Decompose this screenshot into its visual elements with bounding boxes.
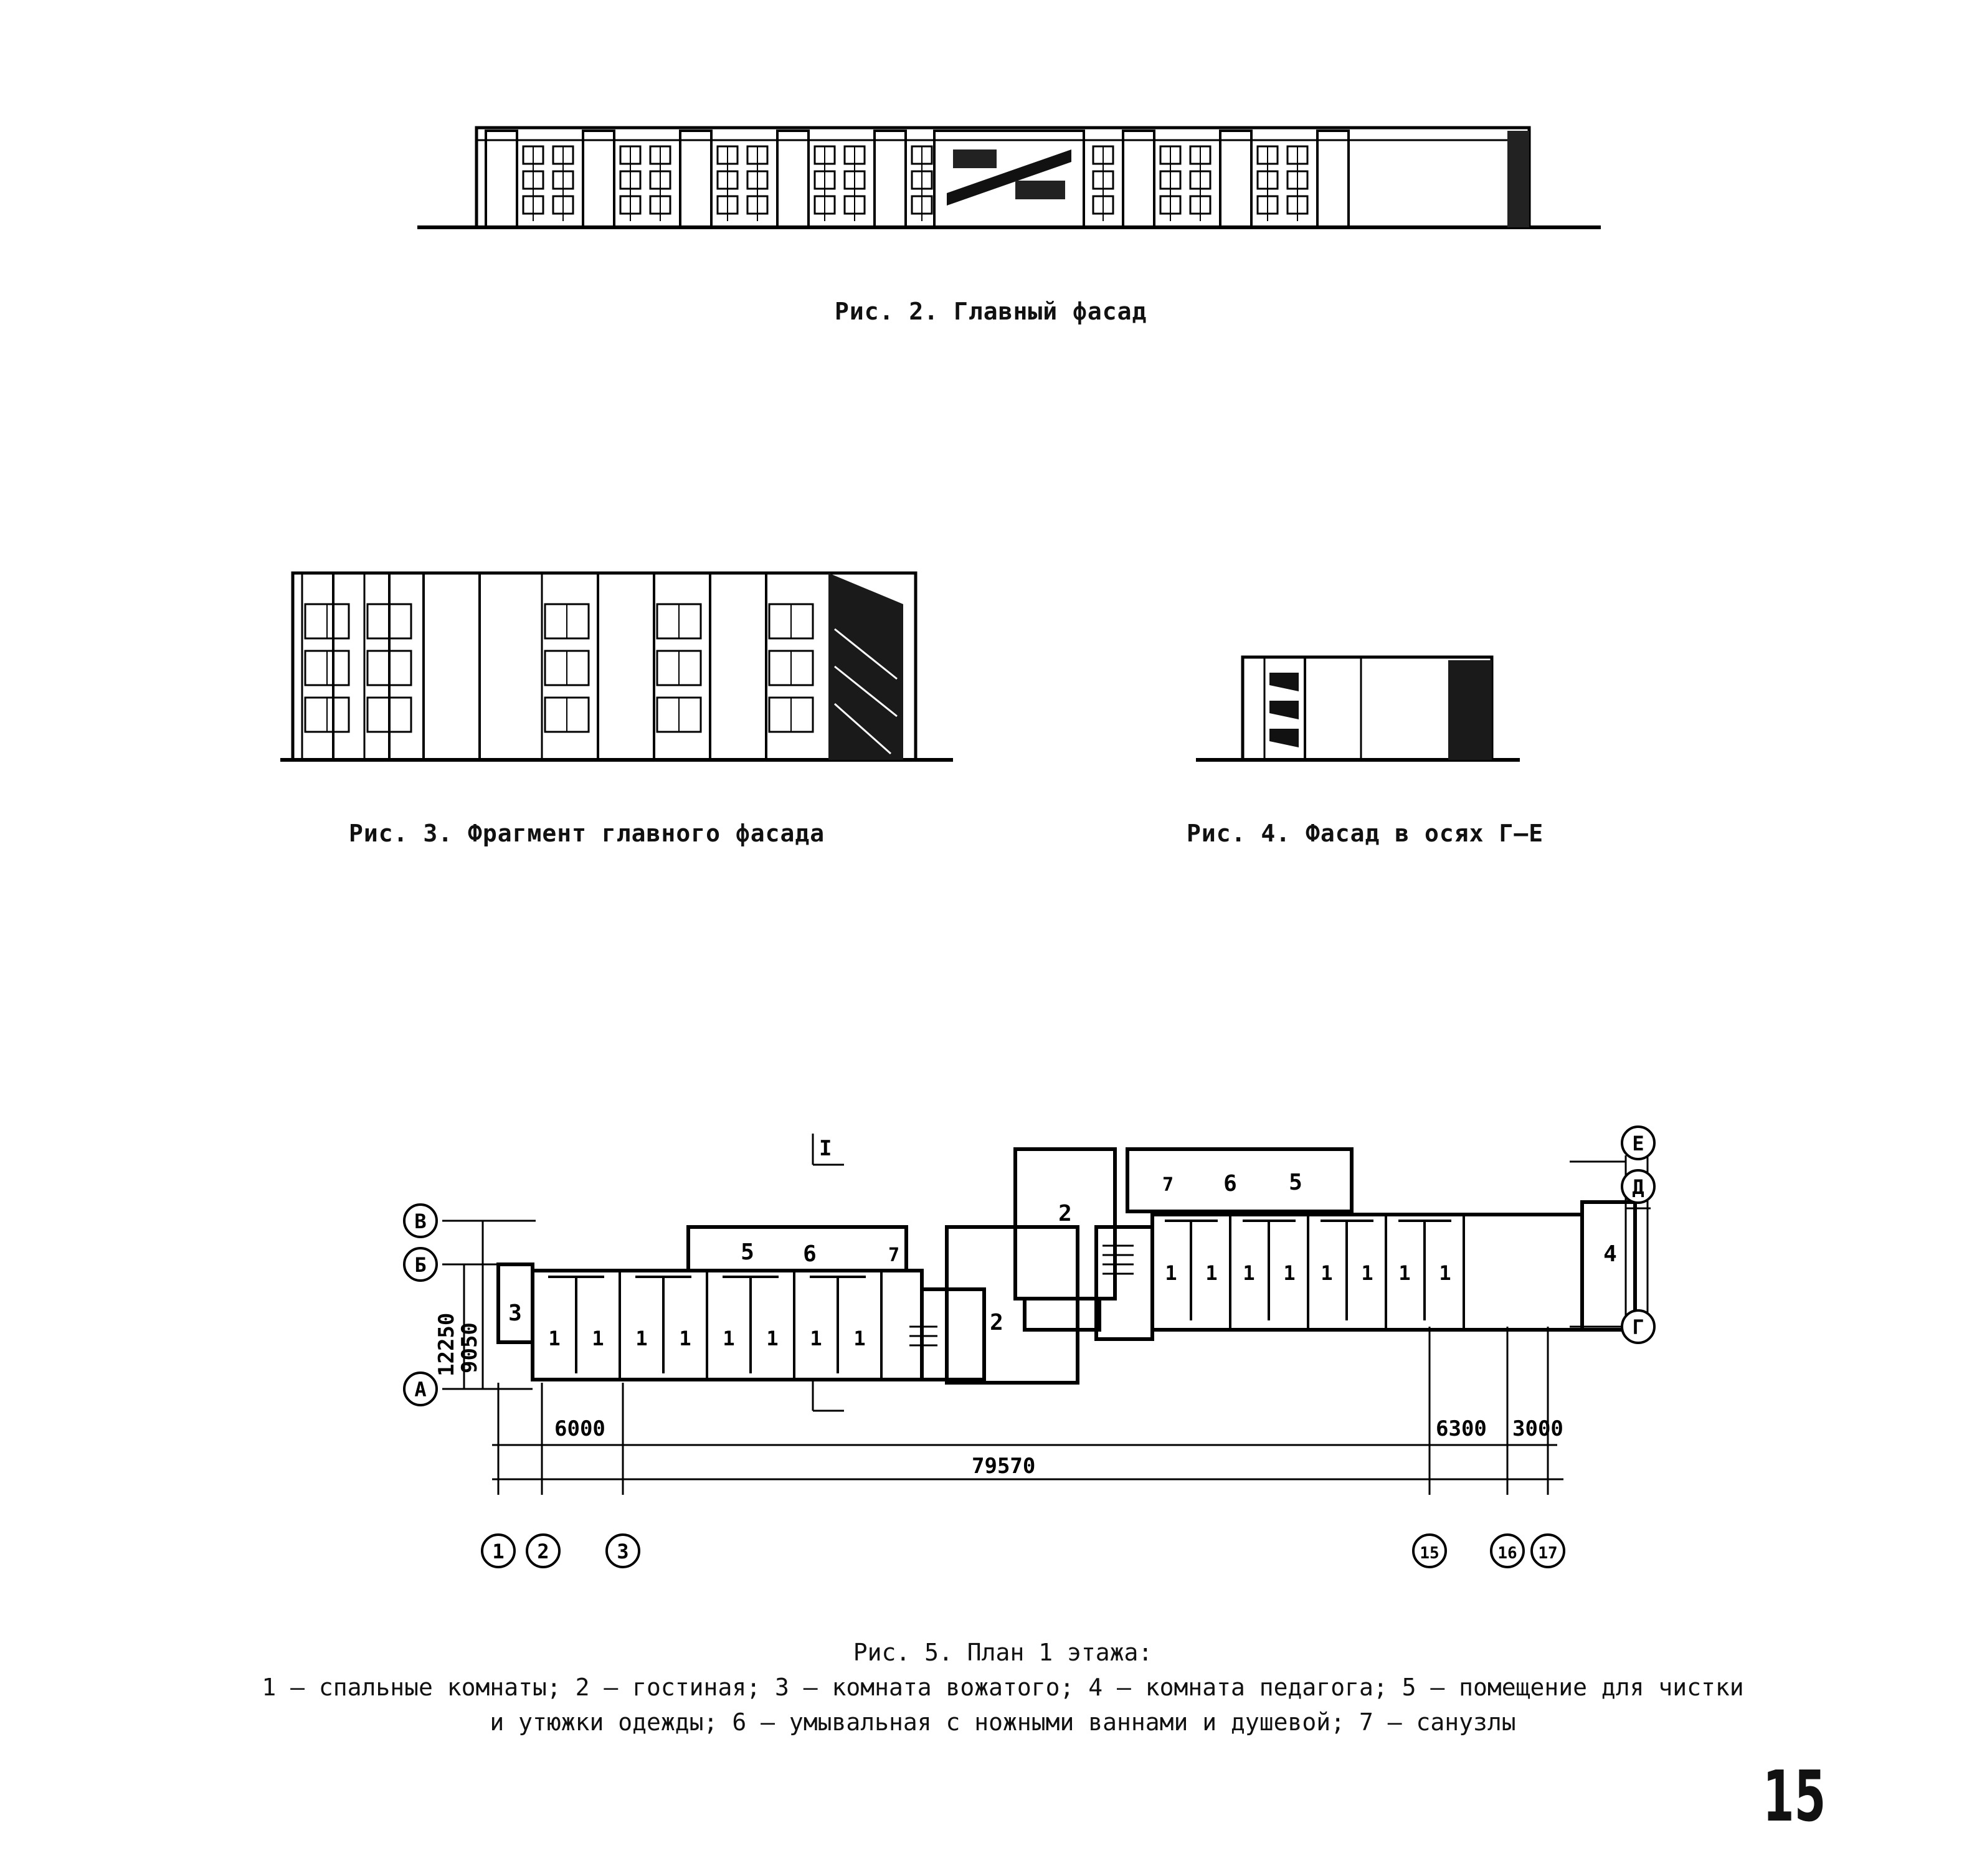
room-living-center: 2 [1058,1201,1072,1226]
figure-5-legend: Рис. 5. План 1 этажа: 1 – спальные комна… [224,1635,1781,1740]
axis-col-15: 15 [1420,1544,1439,1563]
figure-2-caption: Рис. 2. Главный фасад [835,298,1147,325]
room-wc-left: 7 [888,1244,899,1266]
main-facade-drawing [417,126,1601,229]
svg-text:1: 1 [766,1327,778,1350]
svg-text:1: 1 [1439,1261,1451,1285]
dim-depth-rooms: 9050 [457,1322,482,1373]
figure-2-main-facade [417,112,1601,237]
svg-text:1: 1 [1361,1261,1373,1285]
axis-row-d: Д [1632,1175,1644,1199]
axis-row-v: В [414,1210,426,1233]
dim-bay-right-1: 6300 [1436,1416,1487,1441]
room-cleaning-left: 5 [741,1239,754,1265]
dim-bay-right-2: 3000 [1512,1416,1563,1441]
svg-text:1: 1 [853,1327,865,1350]
axis-col-3: 3 [617,1540,628,1563]
svg-text:1: 1 [1321,1261,1332,1285]
axis-row-e: Е [1632,1132,1644,1155]
axis-col-1: 1 [492,1540,504,1563]
figure-4-caption: Рис. 4. Фасад в осях Г–Е [1187,820,1544,847]
axis-col-17: 17 [1538,1544,1557,1563]
dim-depth-total: 12250 [434,1313,459,1376]
axis-row-a: А [414,1378,426,1401]
room-washroom-right: 6 [1223,1171,1237,1196]
room-wc-right: 7 [1162,1174,1174,1196]
svg-text:1: 1 [1165,1261,1177,1285]
room-washroom-left: 6 [803,1241,817,1267]
figure-5-floor-plan: В Б А Е Д Г 1 2 3 15 16 17 6000 79570 63… [374,1121,1669,1582]
svg-text:1: 1 [1243,1261,1254,1285]
figure-3-caption: Рис. 3. Фрагмент главного фасада [349,820,825,847]
side-facade-drawing [1196,655,1520,762]
room-living-left: 2 [990,1310,1003,1335]
svg-text:1: 1 [723,1327,734,1350]
svg-text:1: 1 [635,1327,647,1350]
figure-3-facade-fragment [280,554,953,766]
figure-5-caption: Рис. 5. План 1 этажа: [853,1639,1153,1666]
svg-text:1: 1 [548,1327,560,1350]
section-mark: I [819,1136,832,1161]
facade-fragment-drawing [280,571,953,762]
legend-line-2: и утюжки одежды; 6 – умывальная с ножным… [490,1708,1516,1736]
svg-text:1: 1 [1205,1261,1217,1285]
svg-text:1: 1 [679,1327,691,1350]
svg-text:1: 1 [810,1327,822,1350]
page-number: 15 [1763,1756,1826,1837]
room-cleaning-right: 5 [1289,1170,1302,1195]
dim-overall: 79570 [972,1454,1035,1479]
dim-bay: 6000 [554,1416,605,1441]
room-teacher: 4 [1603,1241,1617,1267]
axis-row-g: Г [1632,1315,1644,1339]
legend-line-1: 1 – спальные комнаты; 2 – гостиная; 3 – … [262,1674,1744,1701]
floor-plan-drawing: В Б А Е Д Г 1 2 3 15 16 17 6000 79570 63… [403,1125,1656,1568]
figure-4-side-facade [1196,648,1520,766]
room-leader: 3 [508,1300,522,1326]
svg-text:1: 1 [592,1327,604,1350]
svg-text:1: 1 [1398,1261,1410,1285]
axis-col-2: 2 [537,1540,549,1563]
svg-text:1: 1 [1283,1261,1295,1285]
axis-col-16: 16 [1497,1544,1517,1563]
axis-row-b: Б [414,1253,426,1277]
